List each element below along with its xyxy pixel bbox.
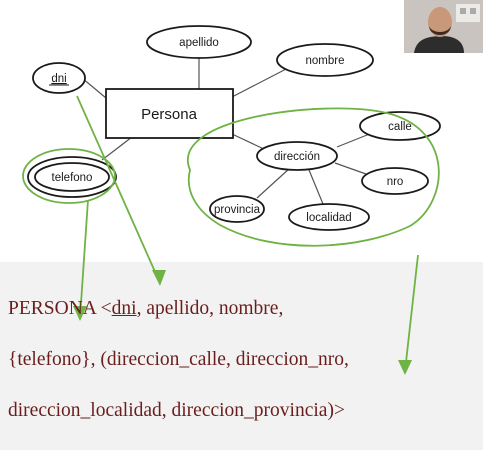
connector-nombre xyxy=(231,66,291,98)
attribute-apellido-shape xyxy=(146,25,252,59)
attribute-nombre-shape xyxy=(276,43,374,77)
arrow-dni-line xyxy=(76,95,161,284)
attribute-dni-shape xyxy=(32,62,86,94)
attribute-apellido-label: apellido xyxy=(179,37,219,49)
connector-provincia xyxy=(256,167,291,199)
connector-nro xyxy=(334,162,367,175)
schema-prefix: PERSONA < xyxy=(8,298,112,319)
arrowhead-telefono xyxy=(73,306,87,321)
attribute-calle-label: calle xyxy=(388,121,412,133)
entity-persona-label: Persona xyxy=(141,106,198,123)
attribute-direccion-shape xyxy=(256,141,338,171)
attribute-nro-shape xyxy=(361,167,429,195)
attribute-dni-label: dni xyxy=(51,73,66,85)
attribute-calle-shape xyxy=(359,111,441,141)
relational-schema: PERSONA <dni, apellido, nombre, {telefon… xyxy=(8,283,478,436)
schema-line-3: direccion_localidad, direccion_provincia… xyxy=(8,400,345,421)
highlight-direccion-ellipse xyxy=(186,107,440,247)
annotation-marks xyxy=(22,95,440,372)
annotation-arrowheads xyxy=(73,270,412,375)
attribute-nombre-label: nombre xyxy=(306,55,345,67)
attribute-direccion-label: dirección xyxy=(274,151,320,163)
connector-direccion xyxy=(231,133,267,151)
webcam-thumbnail xyxy=(404,0,483,53)
schema-primary-key: dni xyxy=(111,298,137,319)
attribute-telefono-inner xyxy=(34,162,110,192)
highlight-telefono-ellipse xyxy=(22,148,116,204)
person-webcam-icon xyxy=(404,0,483,53)
connector-calle xyxy=(336,132,373,148)
attribute-telefono-label: telefono xyxy=(52,172,93,184)
schema-line-1: PERSONA <dni, apellido, nombre, xyxy=(8,283,478,334)
connector-telefono xyxy=(101,136,133,161)
connector-dni xyxy=(81,77,107,99)
arrowhead-dni xyxy=(152,270,166,286)
attribute-provincia-label: provincia xyxy=(214,204,261,216)
attribute-localidad-shape xyxy=(288,203,370,231)
schema-line-2: {telefono}, (direccion_calle, direccion_… xyxy=(8,349,349,370)
arrow-direccion-line xyxy=(404,254,419,372)
entity-persona-box xyxy=(105,88,234,139)
connector-localidad xyxy=(308,169,324,205)
arrow-telefono-line xyxy=(79,199,89,319)
attribute-provincia-shape xyxy=(209,195,265,223)
schema-line-1-rest: , apellido, nombre, xyxy=(136,298,284,319)
er-connectors xyxy=(81,58,373,205)
attribute-nro-label: nro xyxy=(387,176,404,188)
arrowhead-direccion xyxy=(398,360,412,375)
attribute-localidad-label: localidad xyxy=(306,212,351,224)
